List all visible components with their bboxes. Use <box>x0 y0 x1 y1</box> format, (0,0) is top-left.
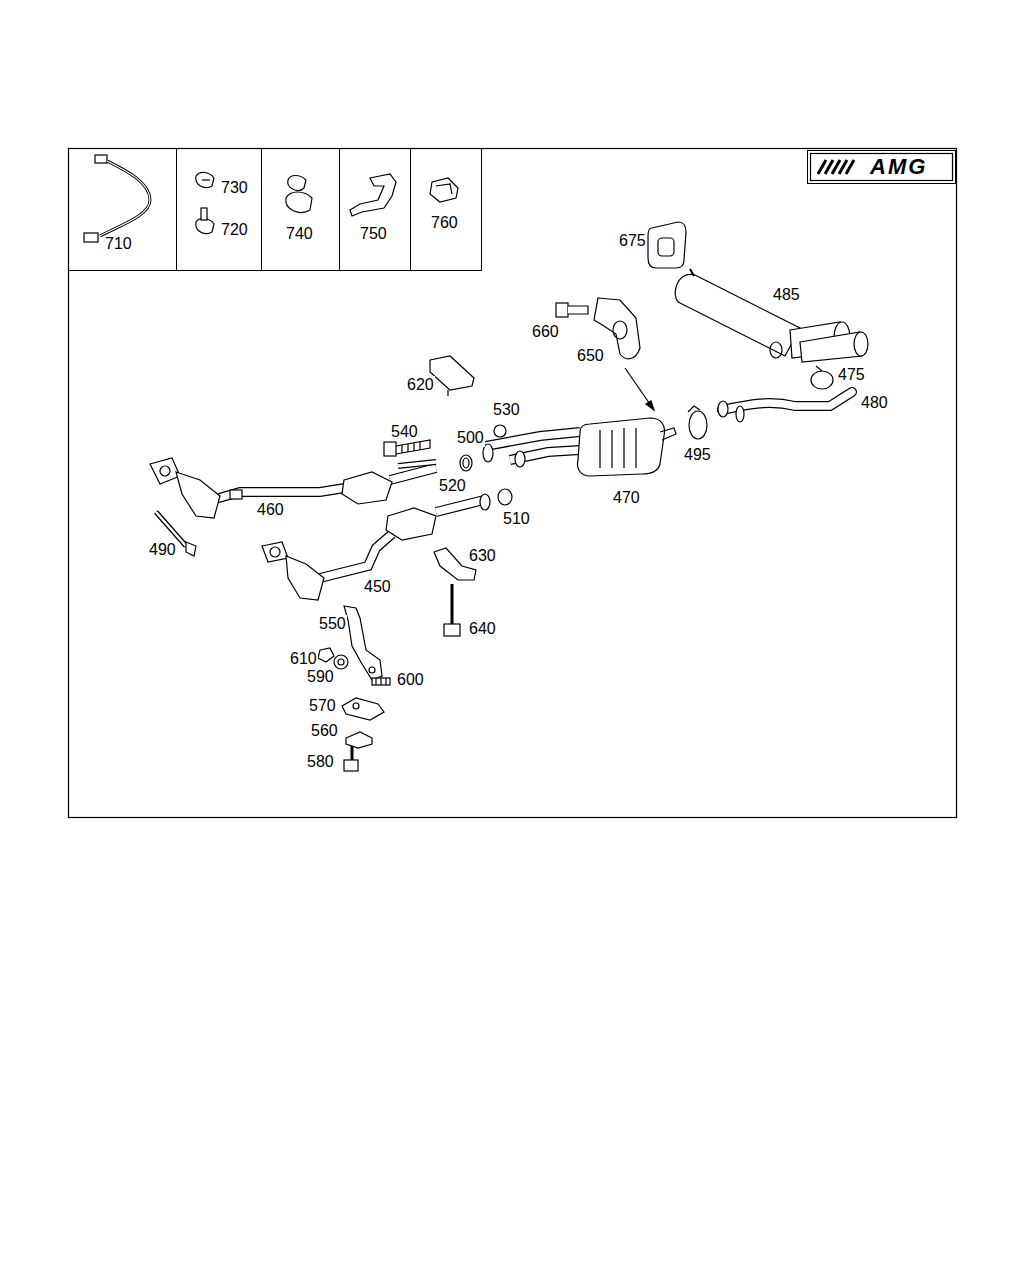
parts-cell: AMG <box>807 150 956 184</box>
parts-cell: 760 <box>410 148 482 271</box>
callout-number: 490 <box>148 541 177 559</box>
callout-number: 540 <box>390 423 419 441</box>
callout-number: 450 <box>363 578 392 596</box>
callout-number: 760 <box>431 214 458 232</box>
callout-number: 630 <box>468 547 497 565</box>
callout-number: 485 <box>772 286 801 304</box>
parts-cell: 710 <box>68 148 177 271</box>
frame <box>69 149 957 818</box>
callout-number: 550 <box>318 615 347 633</box>
callout-number: 590 <box>306 668 335 686</box>
callout-number: 720 <box>221 221 248 239</box>
callout-number: 480 <box>860 394 889 412</box>
parts-cell: 730 720 <box>176 148 262 271</box>
callout-number: 510 <box>502 510 531 528</box>
parts-cell: 750 <box>339 148 411 271</box>
callout-number: 570 <box>308 697 337 715</box>
callout-number: 530 <box>492 401 521 419</box>
callout-number: 730 <box>221 179 248 197</box>
parts-cell: 740 <box>261 148 340 271</box>
callout-number: 675 <box>618 232 647 250</box>
callout-number: 660 <box>531 323 560 341</box>
callout-number: 740 <box>286 225 313 243</box>
callout-number: 560 <box>310 722 339 740</box>
callout-number: 710 <box>105 235 132 253</box>
callout-number: 500 <box>456 429 485 447</box>
callout-number: 475 <box>837 366 866 384</box>
brand-logo: AMG <box>870 154 927 180</box>
callout-number: 650 <box>576 347 605 365</box>
callout-number: 610 <box>289 650 318 668</box>
callout-number: 580 <box>306 753 335 771</box>
callout-number: 620 <box>406 376 435 394</box>
callout-number: 495 <box>683 446 712 464</box>
callout-number: 460 <box>256 501 285 519</box>
callout-number: 470 <box>612 489 641 507</box>
callout-number: 640 <box>468 620 497 638</box>
callout-number: 520 <box>438 477 467 495</box>
callout-number: 750 <box>360 225 387 243</box>
callout-number: 600 <box>396 671 425 689</box>
